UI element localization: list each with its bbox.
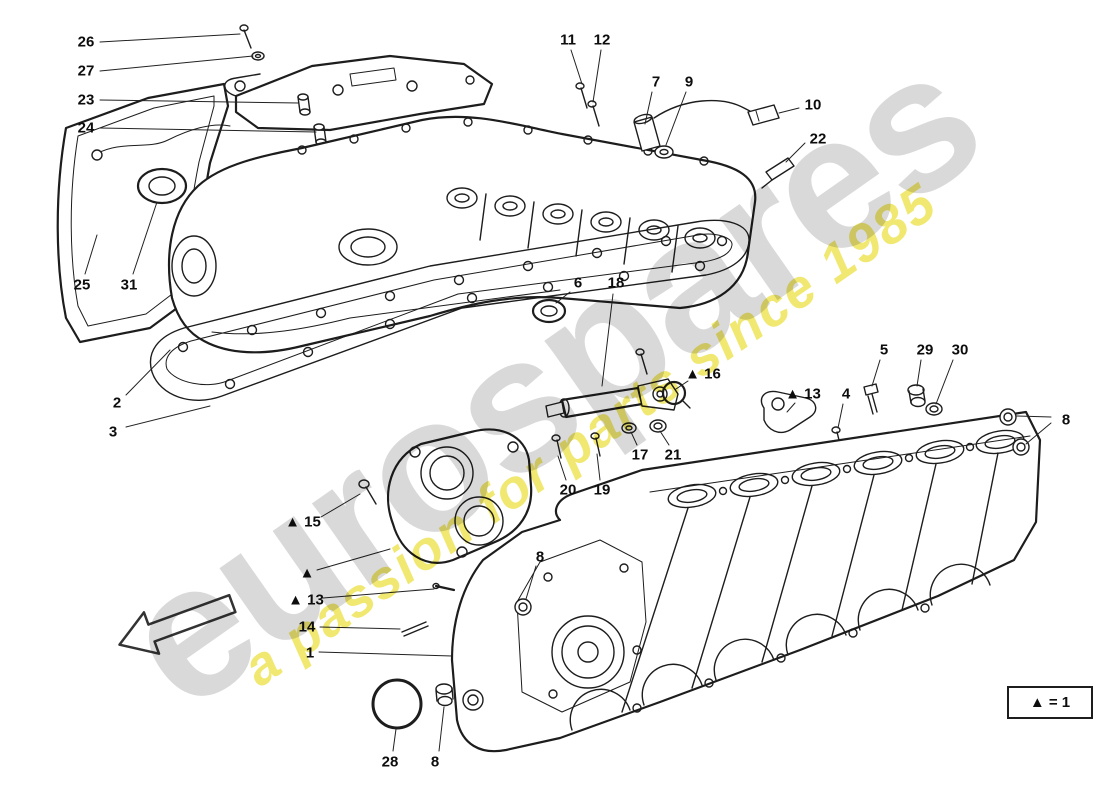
intake-ports <box>667 429 1025 509</box>
callout-8b[interactable]: 8 <box>430 753 440 771</box>
callout-20[interactable]: 20 <box>559 481 577 499</box>
cam-bore <box>551 615 625 689</box>
clip-22 <box>765 157 795 181</box>
pin-14 <box>401 621 429 637</box>
bolt-5 <box>863 383 879 415</box>
legend-box: ▲ = 1 <box>1007 686 1093 719</box>
callout-11[interactable]: 11 <box>560 31 576 49</box>
washer-17 <box>621 422 637 434</box>
o-ring-28 <box>371 678 423 730</box>
callout-6[interactable]: 6 <box>573 274 583 292</box>
cam-cover <box>167 115 757 354</box>
callout-30[interactable]: 30 <box>951 341 969 359</box>
grommet-31 <box>136 167 188 205</box>
grommet-6 <box>531 298 567 324</box>
sensor-ring-9 <box>654 145 674 159</box>
callout-25[interactable]: 25 <box>73 276 91 294</box>
washer-21 <box>649 419 667 433</box>
cover-bolt-bosses <box>297 117 709 166</box>
plugs-8-right <box>999 408 1030 456</box>
callout-2[interactable]: 2 <box>112 394 122 412</box>
front-bracket <box>358 428 533 637</box>
callout-24[interactable]: 24 <box>77 119 95 137</box>
leader-lines <box>84 33 1052 752</box>
screw-12 <box>587 100 600 127</box>
callout-9[interactable]: 9 <box>684 73 694 91</box>
washer-30 <box>925 402 943 416</box>
bolt-20 <box>551 434 562 459</box>
callout-8r[interactable]: 8 <box>1061 411 1071 429</box>
cover-gasket <box>149 219 750 401</box>
spacer-24 <box>313 123 327 146</box>
callout-15[interactable]: ▲ 15 <box>285 513 321 531</box>
callout-19[interactable]: 19 <box>593 481 611 499</box>
connector-10 <box>747 104 780 126</box>
top-plate <box>224 24 494 146</box>
sensor-cable <box>653 99 767 122</box>
bolt-15 <box>358 479 377 505</box>
plug-8-mid <box>514 598 532 616</box>
callout-5[interactable]: 5 <box>879 341 889 359</box>
plug-8-bottom <box>435 683 454 707</box>
bracket-13-right <box>760 383 943 449</box>
stud-13-left <box>432 582 456 592</box>
callout-22[interactable]: 22 <box>809 130 827 148</box>
callout-4[interactable]: 4 <box>841 385 851 403</box>
bolt-19 <box>590 432 601 457</box>
cap-29 <box>907 384 926 408</box>
gasket-holes <box>177 235 728 390</box>
bolt-18-top <box>635 348 648 375</box>
callout-31[interactable]: 31 <box>120 276 138 294</box>
washer-27 <box>251 51 265 61</box>
callout-23[interactable]: 23 <box>77 91 95 109</box>
front-cover-plate <box>516 539 647 713</box>
callout-8m[interactable]: 8 <box>535 548 545 566</box>
direction-arrow-icon <box>118 593 237 655</box>
callout-1[interactable]: 1 <box>305 644 315 662</box>
plug-tube-holes <box>446 187 716 249</box>
callout-16[interactable]: ▲ 16 <box>685 365 721 383</box>
callout-14[interactable]: 14 <box>298 618 316 636</box>
head-section-lines <box>621 452 999 713</box>
callout-3[interactable]: 3 <box>108 423 118 441</box>
callout-18[interactable]: 18 <box>607 274 625 292</box>
cover-ribs <box>479 193 679 273</box>
callout-12[interactable]: 12 <box>593 31 611 49</box>
callout-27[interactable]: 27 <box>77 62 95 80</box>
callout-10[interactable]: 10 <box>804 96 822 114</box>
cam-sensor-assembly <box>575 82 795 189</box>
screw-26 <box>239 24 252 49</box>
solenoid-flange <box>637 378 679 411</box>
callout-7[interactable]: 7 <box>651 73 661 91</box>
callout-21[interactable]: 21 <box>664 446 682 464</box>
cylinder-head <box>450 410 1042 753</box>
callout-17[interactable]: 17 <box>631 446 649 464</box>
callout-tri[interactable]: ▲ <box>299 564 315 582</box>
callout-29[interactable]: 29 <box>916 341 934 359</box>
solenoid-body <box>560 386 644 419</box>
clamp-16 <box>661 380 691 409</box>
harness-cable <box>95 124 231 155</box>
head-bottom-arches <box>569 563 991 731</box>
spacer-23 <box>297 93 311 116</box>
callout-28[interactable]: 28 <box>381 753 399 771</box>
solenoid-assembly <box>545 348 691 459</box>
screw-11 <box>575 82 588 109</box>
callout-26[interactable]: 26 <box>77 33 95 51</box>
callout-13l[interactable]: ▲ 13 <box>288 591 324 609</box>
callout-13r[interactable]: ▲ 13 <box>785 385 821 403</box>
